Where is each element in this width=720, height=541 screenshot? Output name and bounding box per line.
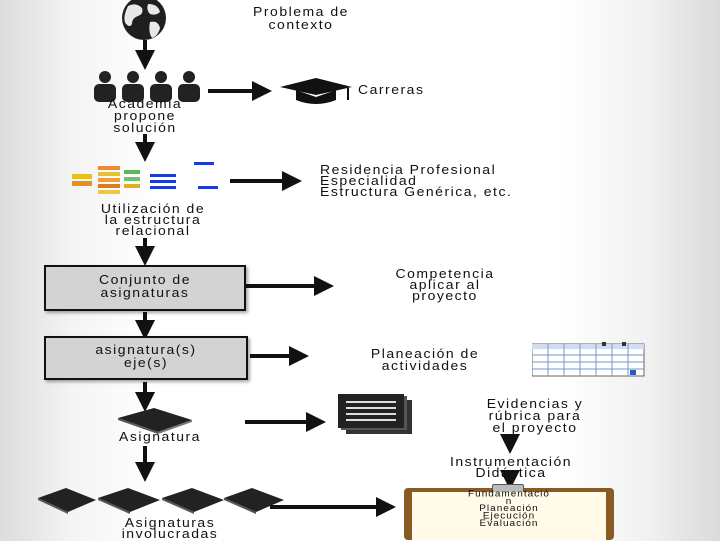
output-residencia-label: Residencia Profesional Especialidad Estr…: [320, 162, 513, 199]
node-utilizacion-label: Utilización de la estructura relacional: [100, 201, 206, 238]
node-asignaturas-involucradas-label: Asignaturas involucradas: [121, 515, 219, 541]
node-problema-label: Problema de contexto: [253, 4, 349, 32]
node-conjunto-label: Conjunto de asignaturas: [98, 272, 191, 300]
calendar-icon: [532, 342, 645, 377]
output-evidencias-label: Evidencias y rúbrica para el proyecto: [486, 396, 584, 435]
output-planeacion-label: Planeación de actividades: [370, 346, 480, 373]
node-asignatura-eje-box: [44, 336, 248, 380]
node-conjunto-box: [44, 265, 246, 311]
output-carreras-label: Carreras: [358, 82, 425, 97]
document-icon: [338, 394, 412, 434]
output-instrumentacion-label: Instrumentación Didáctica: [449, 454, 573, 480]
clipboard-paper: [412, 492, 606, 540]
book-icon: [118, 408, 192, 434]
globe-icon: [122, 0, 166, 40]
people-icon: [94, 71, 200, 102]
clipboard-text: Fundamentació n Planeación Ejecución Eva…: [468, 489, 550, 529]
books-group-icon: [38, 488, 284, 514]
node-asignatura-label: Asignatura: [119, 429, 201, 444]
node-asignatura-eje-label: asignatura(s) eje(s): [95, 342, 197, 370]
structure-chart-icon: [72, 162, 218, 194]
graduation-cap-icon: [280, 78, 352, 104]
output-competencia-label: Competencia aplicar al proyecto: [395, 266, 495, 303]
node-academia-label: Academia propone solución: [107, 96, 183, 135]
